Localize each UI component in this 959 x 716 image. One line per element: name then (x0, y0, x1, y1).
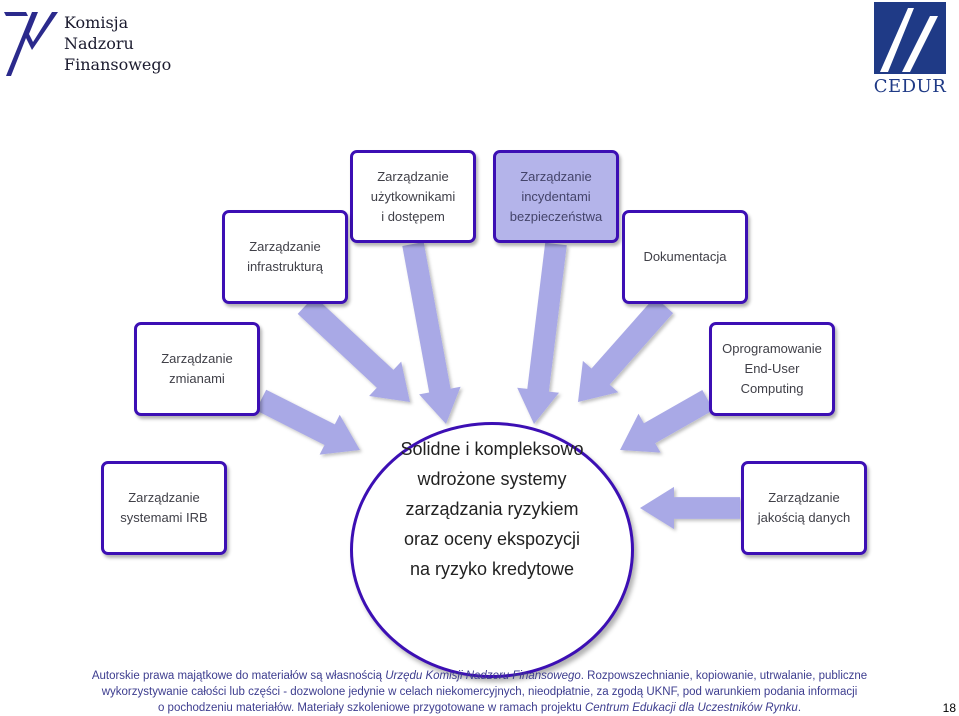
node-label: Zarządzanie infrastrukturą (247, 239, 323, 274)
node-jakosc: Zarządzanie jakością danych (741, 461, 867, 555)
node-uzytkownicy: Zarządzanie użytkownikami i dostępem (350, 150, 476, 243)
node-label: Dokumentacja (643, 249, 727, 264)
arrow-uzytkownicy (402, 242, 461, 424)
footer-line-2: wykorzystywanie całości lub części - doz… (101, 686, 858, 698)
node-dokumentacja: Dokumentacja (622, 210, 748, 304)
arrow-incydenty (517, 242, 567, 424)
node-infrastruktura: Zarządzanie infrastrukturą (222, 210, 348, 304)
node-label: Oprogramowanie End-User Computing (722, 341, 822, 396)
footer-copyright: Autorskie prawa majątkowe do materiałów … (0, 668, 959, 716)
node-euc: Oprogramowanie End-User Computing (709, 322, 835, 416)
arrow-euc (620, 390, 714, 453)
node-zmiany: Zarządzanie zmianami (134, 322, 260, 416)
node-incydenty: Zarządzanie incydentami bezpieczeństwa (493, 150, 619, 243)
cedur-logo-text: CEDUR (873, 76, 947, 97)
arrow-jakosc (640, 486, 740, 530)
page-number: 18 (942, 701, 956, 715)
knf-logo-text: Komisja Nadzoru Finansowego (64, 13, 172, 74)
node-label: Zarządzanie zmianami (161, 351, 233, 386)
arrow-infrastruktura (297, 296, 410, 402)
footer-line-1: Autorskie prawa majątkowe do materiałów … (91, 670, 868, 682)
node-label: Zarządzanie systemami IRB (120, 490, 208, 525)
knf-logo-icon (4, 12, 58, 76)
arrow-dokumentacja (578, 296, 674, 402)
cedur-logo: CEDUR (868, 2, 952, 98)
footer-line-3: o pochodzeniu materiałów. Materiały szko… (157, 702, 802, 714)
node-label: Zarządzanie incydentami bezpieczeństwa (509, 168, 603, 224)
node-irb: Zarządzanie systemami IRB (101, 461, 227, 555)
node-label: Zarządzanie użytkownikami i dostępem (370, 168, 456, 224)
node-label: Zarządzanie jakością danych (757, 490, 851, 525)
center-circle (350, 422, 634, 678)
cedur-logo-icon (874, 2, 946, 74)
arrow-zmiany (255, 389, 360, 455)
center-text: Solidne i kompleksowo wdrożone systemy z… (400, 439, 584, 579)
